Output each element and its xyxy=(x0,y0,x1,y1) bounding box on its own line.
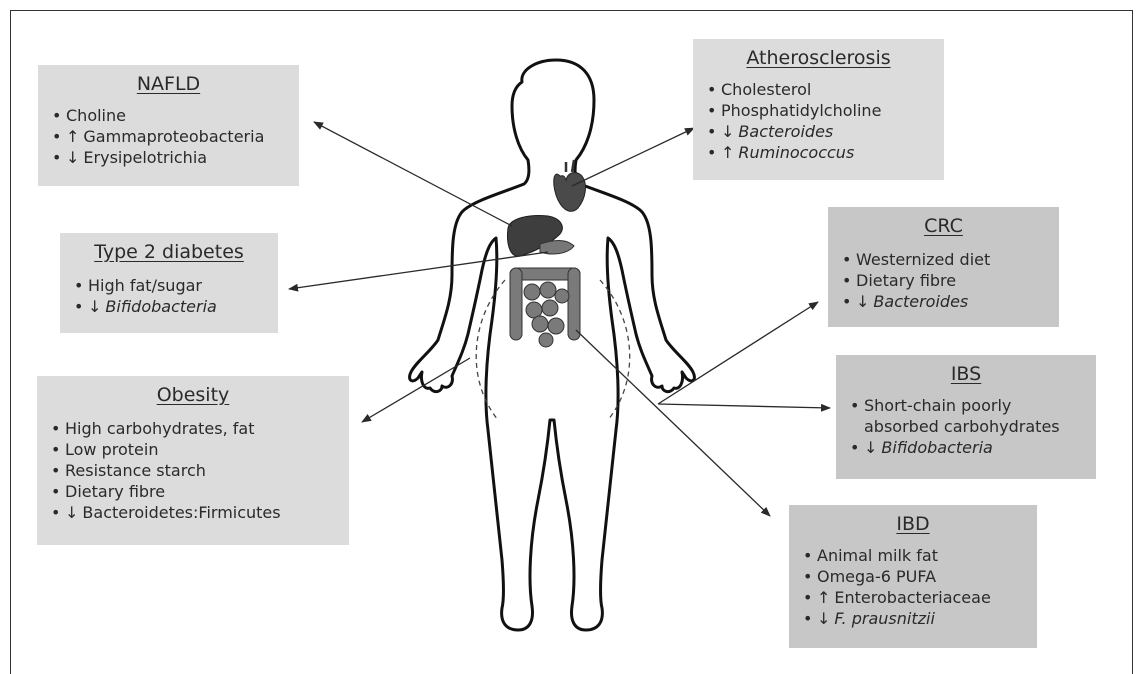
arrow-prefix: ↓ xyxy=(66,148,79,167)
item-text: Gammaproteobacteria xyxy=(83,127,264,146)
box-crc: CRC •Westernized diet •Dietary fibre •↓B… xyxy=(828,207,1059,327)
list-item: •Choline xyxy=(52,105,285,126)
item-text: Cholesterol xyxy=(721,80,811,99)
box-list: •High fat/sugar •↓Bifidobacteria xyxy=(74,275,264,317)
arrow-ibs xyxy=(658,404,830,408)
box-ibd: IBD •Animal milk fat •Omega-6 PUFA •↑Ent… xyxy=(789,505,1037,648)
arrow-nafld xyxy=(314,122,512,226)
list-item: •High fat/sugar xyxy=(74,275,264,296)
item-text: Erysipelotrichia xyxy=(83,148,207,167)
list-item: •↓Bifidobacteria xyxy=(74,296,264,317)
list-item: •↓Bacteroides xyxy=(707,121,930,142)
item-text: Enterobacteriaceae xyxy=(834,588,990,607)
arrow-prefix: ↓ xyxy=(856,292,869,311)
box-title: CRC xyxy=(842,215,1045,237)
box-title: IBS xyxy=(850,363,1082,385)
arrow-atherosclerosis xyxy=(572,128,694,186)
item-text: F. prausnitzii xyxy=(834,609,934,628)
item-text: Bacteroides xyxy=(873,292,968,311)
list-item: •Dietary fibre xyxy=(842,270,1045,291)
arrow-prefix: ↑ xyxy=(66,127,79,146)
item-text: High carbohydrates, fat xyxy=(65,419,254,438)
box-list: •Short-chain poorly absorbed carbohydrat… xyxy=(850,395,1082,458)
arrow-prefix: ↓ xyxy=(721,122,734,141)
box-atherosclerosis: Atherosclerosis •Cholesterol •Phosphatid… xyxy=(693,39,944,180)
list-item: •Dietary fibre xyxy=(51,481,335,502)
box-nafld: NAFLD •Choline •↑Gammaproteobacteria •↓E… xyxy=(38,65,299,186)
item-text: Phosphatidylcholine xyxy=(721,101,881,120)
item-text-continuation: absorbed carbohydrates xyxy=(864,417,1060,436)
item-text: Omega-6 PUFA xyxy=(817,567,936,586)
list-item: •Phosphatidylcholine xyxy=(707,100,930,121)
item-text: Ruminococcus xyxy=(738,143,854,162)
arrow-prefix: ↓ xyxy=(864,438,877,457)
arrow-prefix: ↓ xyxy=(65,503,78,522)
waist-dashed-arc-left xyxy=(476,280,505,420)
item-text: Animal milk fat xyxy=(817,546,938,565)
list-item: •Westernized diet xyxy=(842,249,1045,270)
box-obesity: Obesity •High carbohydrates, fat •Low pr… xyxy=(37,376,349,545)
intestine-icon xyxy=(510,268,580,347)
box-title: IBD xyxy=(803,513,1023,535)
box-list: •Choline •↑Gammaproteobacteria •↓Erysipe… xyxy=(52,105,285,168)
list-item: •Resistance starch xyxy=(51,460,335,481)
list-item: •↑Enterobacteriaceae xyxy=(803,587,1023,608)
list-item: •↓Bacteroides xyxy=(842,291,1045,312)
list-item-continuation: absorbed carbohydrates xyxy=(850,416,1082,437)
list-item: •↑Ruminococcus xyxy=(707,142,930,163)
box-ibs: IBS •Short-chain poorly absorbed carbohy… xyxy=(836,355,1096,479)
arrow-prefix: ↓ xyxy=(88,297,101,316)
list-item: •↑Gammaproteobacteria xyxy=(52,126,285,147)
heart-icon xyxy=(554,160,586,211)
box-list: •Westernized diet •Dietary fibre •↓Bacte… xyxy=(842,249,1045,312)
box-title: Type 2 diabetes xyxy=(74,241,264,263)
human-body-outline xyxy=(410,60,695,630)
list-item: •↓F. prausnitzii xyxy=(803,608,1023,629)
liver-icon xyxy=(508,216,575,257)
item-text: Bacteroidetes:Firmicutes xyxy=(82,503,280,522)
arrow-type2-diabetes xyxy=(289,252,548,289)
arrow-prefix: ↑ xyxy=(721,143,734,162)
list-item: •High carbohydrates, fat xyxy=(51,418,335,439)
item-text: Short-chain poorly xyxy=(864,396,1011,415)
arrow-prefix: ↑ xyxy=(817,588,830,607)
arrow-crc xyxy=(658,302,818,404)
box-title: Atherosclerosis xyxy=(707,47,930,69)
arrow-obesity xyxy=(362,358,470,422)
list-item: •Low protein xyxy=(51,439,335,460)
item-text: Bifidobacteria xyxy=(881,438,992,457)
item-text: Dietary fibre xyxy=(856,271,956,290)
list-item: •↓Erysipelotrichia xyxy=(52,147,285,168)
list-item: •↓Bifidobacteria xyxy=(850,437,1082,458)
box-title: NAFLD xyxy=(52,73,285,95)
item-text: Dietary fibre xyxy=(65,482,165,501)
item-text: Bacteroides xyxy=(738,122,833,141)
item-text: Low protein xyxy=(65,440,158,459)
list-item: •Cholesterol xyxy=(707,79,930,100)
box-list: •Animal milk fat •Omega-6 PUFA •↑Enterob… xyxy=(803,545,1023,629)
item-text: Resistance starch xyxy=(65,461,206,480)
item-text: Westernized diet xyxy=(856,250,990,269)
box-title: Obesity xyxy=(51,384,335,406)
box-type2-diabetes: Type 2 diabetes •High fat/sugar •↓Bifido… xyxy=(60,233,278,333)
list-item: •Omega-6 PUFA xyxy=(803,566,1023,587)
list-item: •Animal milk fat xyxy=(803,545,1023,566)
arrow-ibd xyxy=(576,330,770,516)
list-item: •Short-chain poorly xyxy=(850,395,1082,416)
box-list: •Cholesterol •Phosphatidylcholine •↓Bact… xyxy=(707,79,930,163)
list-item: •↓Bacteroidetes:Firmicutes xyxy=(51,502,335,523)
item-text: High fat/sugar xyxy=(88,276,202,295)
item-text: Choline xyxy=(66,106,126,125)
box-list: •High carbohydrates, fat •Low protein •R… xyxy=(51,418,335,523)
arrow-prefix: ↓ xyxy=(817,609,830,628)
item-text: Bifidobacteria xyxy=(105,297,216,316)
